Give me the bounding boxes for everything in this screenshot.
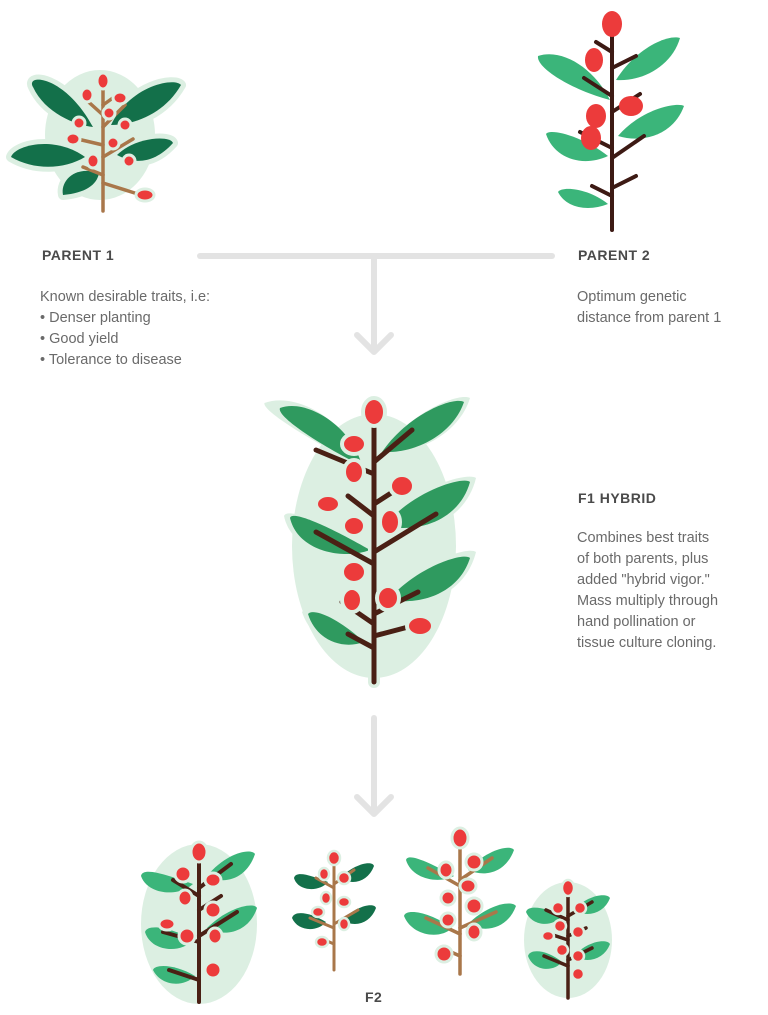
parent2-line: distance from parent 1 bbox=[577, 308, 721, 329]
f1-hybrid-description: Combines best traits of both parents, pl… bbox=[577, 528, 718, 654]
parent1-title: PARENT 1 bbox=[42, 247, 114, 263]
f1-hybrid-title: F1 HYBRID bbox=[578, 490, 656, 506]
f2-plant-2-illustration bbox=[288, 848, 380, 974]
f1-line: Mass multiply through bbox=[577, 591, 718, 612]
parent-connector-line bbox=[200, 256, 552, 350]
parent1-plant-illustration bbox=[5, 65, 195, 217]
parent1-trait-item: • Good yield bbox=[40, 329, 210, 350]
f1-line: tissue culture cloning. bbox=[577, 633, 718, 654]
f2-plant-1-illustration bbox=[133, 836, 267, 1008]
parent1-intro: Known desirable traits, i.e: bbox=[40, 287, 210, 308]
parent1-description: Known desirable traits, i.e: • Denser pl… bbox=[40, 287, 210, 371]
f2-title: F2 bbox=[365, 989, 382, 1005]
parent2-title: PARENT 2 bbox=[578, 247, 650, 263]
f2-plant-4-illustration bbox=[520, 876, 618, 1002]
f1-line: added "hybrid vigor." bbox=[577, 570, 718, 591]
f1-line: of both parents, plus bbox=[577, 549, 718, 570]
f1-line: Combines best traits bbox=[577, 528, 718, 549]
f1-line: hand pollination or bbox=[577, 612, 718, 633]
parent1-trait-item: • Tolerance to disease bbox=[40, 350, 210, 371]
parent1-trait-item: • Denser planting bbox=[40, 308, 210, 329]
arrow-to-f2 bbox=[357, 718, 391, 814]
parent2-line: Optimum genetic bbox=[577, 287, 721, 308]
f1-hybrid-plant-illustration bbox=[262, 386, 484, 692]
parent2-description: Optimum genetic distance from parent 1 bbox=[577, 287, 721, 329]
f2-plant-3-illustration bbox=[398, 826, 522, 978]
parent2-plant-illustration bbox=[532, 8, 692, 234]
